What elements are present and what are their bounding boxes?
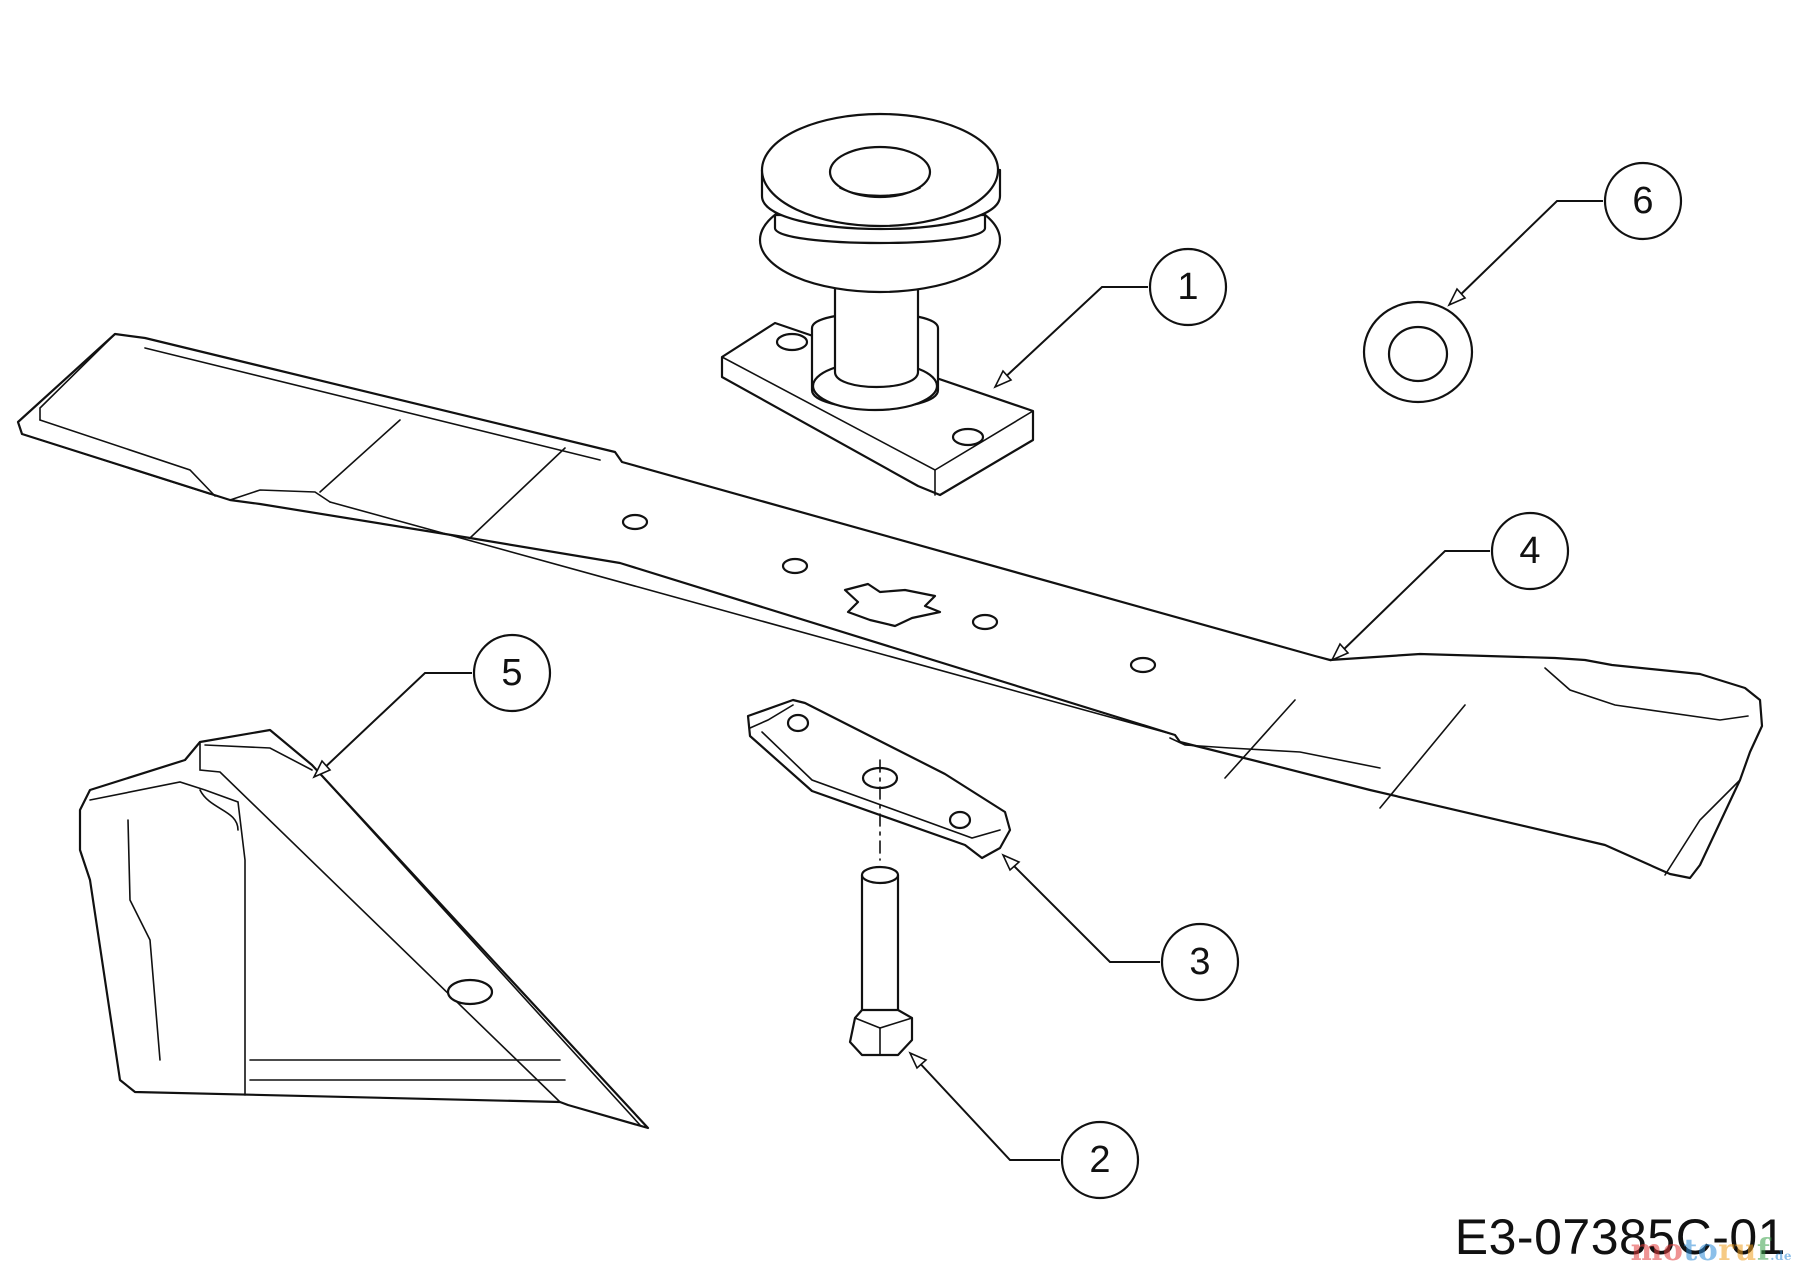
watermark-logo: motoruf.de [1630, 1233, 1792, 1268]
mower-blade[interactable] [16, 332, 1764, 880]
washer[interactable] [1362, 300, 1474, 404]
blade-bolt[interactable] [848, 865, 914, 1057]
callout-6-label: 6 [1632, 180, 1653, 222]
blade-adapter[interactable] [746, 698, 1012, 861]
callout-5-label: 5 [501, 652, 522, 694]
spindle-pulley-assembly[interactable] [720, 112, 1035, 497]
drawing-number: E3-07385C-01 [1454, 1209, 1786, 1265]
callout-4-label: 4 [1519, 530, 1540, 572]
mulching-plug[interactable] [78, 728, 650, 1130]
callout-2-label: 2 [1089, 1139, 1110, 1181]
callout-1-label: 1 [1177, 266, 1198, 308]
callout-3-label: 3 [1189, 941, 1210, 983]
